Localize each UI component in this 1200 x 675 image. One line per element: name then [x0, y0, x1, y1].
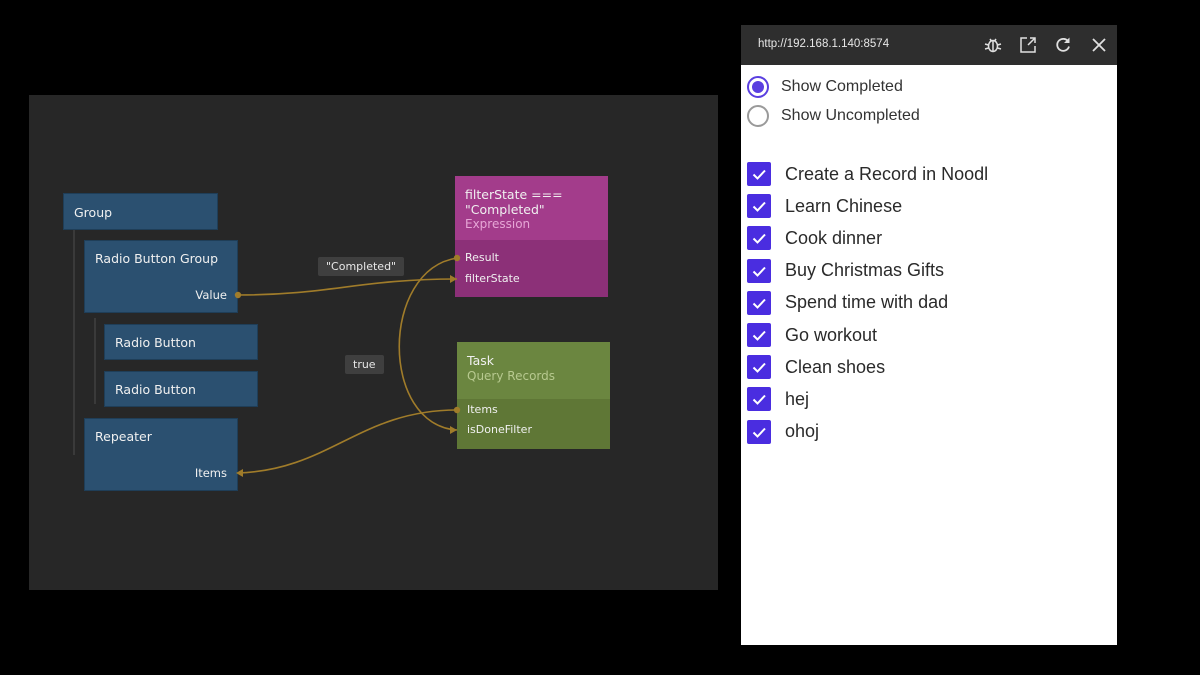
node-radio-button-1[interactable]: Radio Button	[104, 324, 258, 360]
node-title: Radio Button	[115, 335, 196, 350]
node-expression[interactable]: filterState === "Completed" Expression R…	[455, 176, 608, 297]
node-repeater[interactable]: Repeater Items	[84, 418, 238, 491]
node-query-records[interactable]: Task Query Records Items isDoneFilter	[457, 342, 610, 449]
task-label: Clean shoes	[785, 356, 886, 377]
check-icon	[752, 427, 766, 438]
node-title: Group	[74, 205, 113, 220]
bug-icon[interactable]	[983, 35, 1003, 55]
open-external-icon[interactable]	[1018, 35, 1038, 55]
list-item[interactable]: ohoj	[747, 419, 820, 444]
preview-titlebar: http://192.168.1.140:8574	[741, 25, 1117, 65]
refresh-icon[interactable]	[1053, 35, 1073, 55]
radio-label: Show Completed	[781, 78, 903, 95]
port-value[interactable]: Value	[195, 288, 227, 302]
node-title-line1: filterState ===	[465, 187, 563, 202]
checkbox[interactable]	[747, 355, 771, 380]
checkbox[interactable]	[747, 194, 771, 219]
check-icon	[752, 298, 766, 309]
list-item[interactable]: Clean shoes	[747, 355, 886, 380]
radio-show-completed[interactable]: Show Completed	[747, 74, 903, 100]
radio-indicator[interactable]	[747, 105, 769, 127]
node-radio-button-2[interactable]: Radio Button	[104, 371, 258, 407]
list-item[interactable]: Go workout	[747, 323, 877, 347]
port-filterstate[interactable]: filterState	[465, 272, 520, 285]
wire-label-true[interactable]: true	[345, 355, 384, 374]
task-label: Create a Record in Noodl	[785, 163, 989, 184]
port-items[interactable]: Items	[467, 403, 498, 416]
node-group[interactable]: Group	[63, 193, 218, 230]
checkbox[interactable]	[747, 290, 771, 315]
task-label: Buy Christmas Gifts	[785, 260, 945, 281]
list-item[interactable]: Create a Record in Noodl	[747, 162, 988, 186]
check-icon	[752, 266, 766, 277]
checkbox[interactable]	[747, 226, 771, 251]
checkbox[interactable]	[747, 323, 771, 347]
check-icon	[752, 234, 766, 245]
preview-window: http://192.168.1.140:8574	[741, 25, 1117, 645]
tree-line	[94, 318, 96, 404]
checkbox[interactable]	[747, 258, 771, 283]
node-header	[457, 342, 610, 399]
node-subtitle: Expression	[465, 217, 531, 231]
check-icon	[752, 169, 766, 180]
checkbox[interactable]	[747, 419, 771, 444]
task-label: Cook dinner	[785, 227, 883, 248]
node-title: Task	[467, 353, 494, 368]
list-item[interactable]: Learn Chinese	[747, 194, 903, 219]
node-title: Repeater	[95, 429, 152, 444]
task-label: Go workout	[785, 324, 878, 345]
check-icon	[752, 395, 766, 406]
list-item[interactable]: Cook dinner	[747, 226, 883, 251]
port-result[interactable]: Result	[465, 251, 499, 264]
task-label: Spend time with dad	[785, 292, 949, 313]
check-icon	[752, 363, 766, 374]
check-icon	[752, 202, 766, 213]
list-item[interactable]: Buy Christmas Gifts	[747, 258, 945, 283]
port-isdonefilter[interactable]: isDoneFilter	[467, 423, 532, 436]
task-label: ohoj	[785, 421, 820, 442]
node-subtitle: Query Records	[467, 369, 555, 383]
port-items[interactable]: Items	[194, 466, 227, 480]
node-title-line2: "Completed"	[465, 202, 545, 217]
radio-show-uncompleted[interactable]: Show Uncompleted	[747, 103, 920, 129]
checkbox[interactable]	[747, 162, 771, 186]
close-icon[interactable]	[1089, 35, 1109, 55]
radio-label: Show Uncompleted	[781, 107, 920, 124]
tree-line	[73, 230, 75, 455]
node-header	[455, 176, 608, 240]
task-label: Learn Chinese	[785, 195, 903, 216]
list-item[interactable]: hej	[747, 387, 810, 412]
checkbox[interactable]	[747, 387, 771, 412]
check-icon	[752, 330, 766, 341]
node-title: Radio Button	[115, 382, 196, 397]
task-label: hej	[785, 388, 810, 409]
node-radio-button-group[interactable]: Radio Button Group Value	[84, 240, 238, 313]
list-item[interactable]: Spend time with dad	[747, 290, 949, 315]
radio-indicator[interactable]	[747, 76, 769, 98]
preview-url[interactable]: http://192.168.1.140:8574	[758, 38, 890, 50]
node-title: Radio Button Group	[95, 251, 218, 266]
wire-label-completed[interactable]: "Completed"	[318, 257, 405, 276]
